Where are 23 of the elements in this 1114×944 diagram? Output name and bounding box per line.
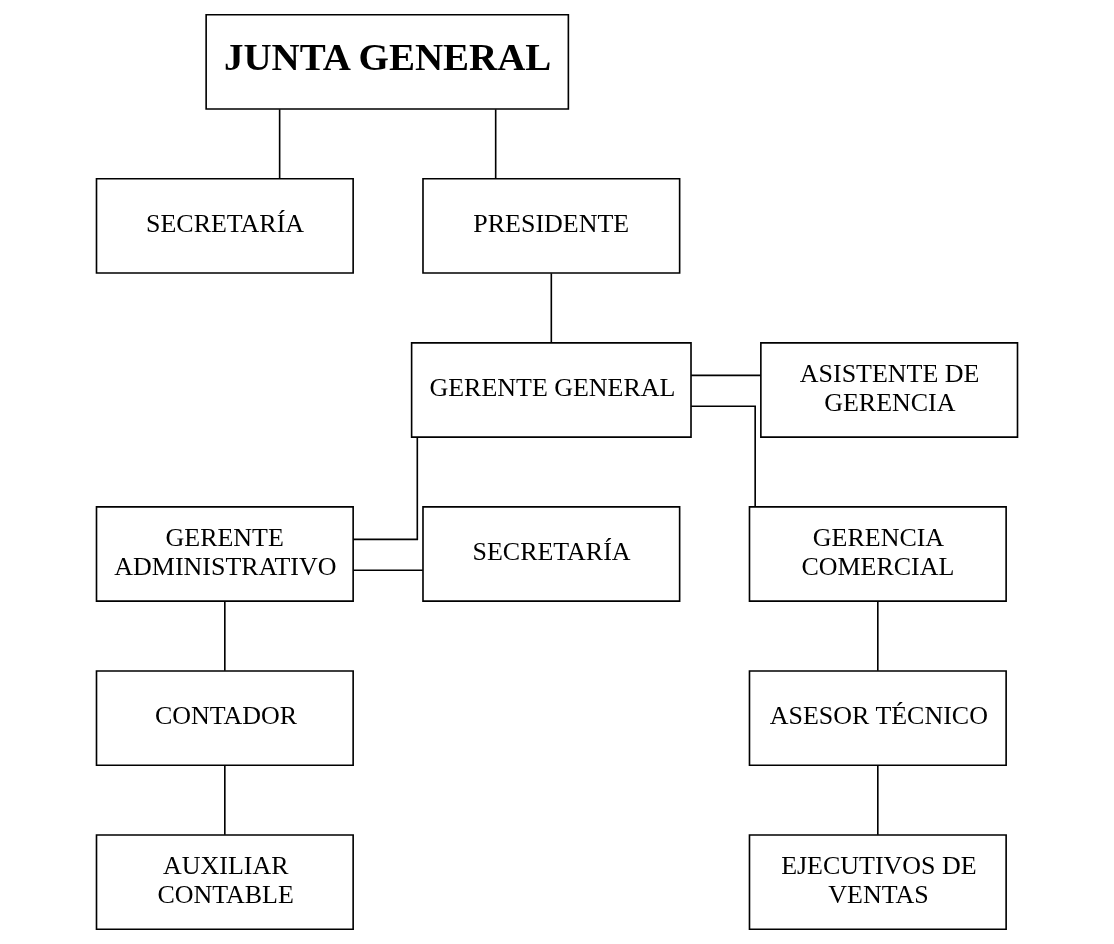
connector: [352, 569, 424, 572]
node-box: GERENTE GENERAL: [410, 342, 692, 438]
connector: [352, 436, 419, 541]
connector: [224, 600, 226, 672]
node-box: EJECUTIVOS DE VENTAS: [748, 834, 1007, 931]
connector: [877, 600, 879, 672]
connector: [494, 108, 497, 180]
node-box: AUXILIAR CONTABLE: [95, 834, 354, 931]
node-box: PRESIDENTE: [422, 178, 681, 274]
node-box: ASESOR TÉCNICO: [748, 670, 1007, 766]
node-box: JUNTA GENERAL: [205, 13, 570, 110]
connector: [278, 108, 281, 180]
node-box: SECRETARÍA: [95, 178, 354, 274]
node-box: CONTADOR: [95, 670, 354, 766]
node-box: GERENTE ADMINISTRATIVO: [95, 506, 354, 602]
connector: [877, 764, 879, 836]
connector: [550, 272, 553, 344]
connector: [690, 374, 762, 377]
node-box: SECRETARÍA: [422, 506, 681, 602]
node-box: GERENCIA COMERCIAL: [748, 506, 1007, 602]
connector: [224, 764, 226, 836]
connector: [690, 405, 756, 508]
node-box: ASISTENTE DE GERENCIA: [760, 342, 1019, 438]
